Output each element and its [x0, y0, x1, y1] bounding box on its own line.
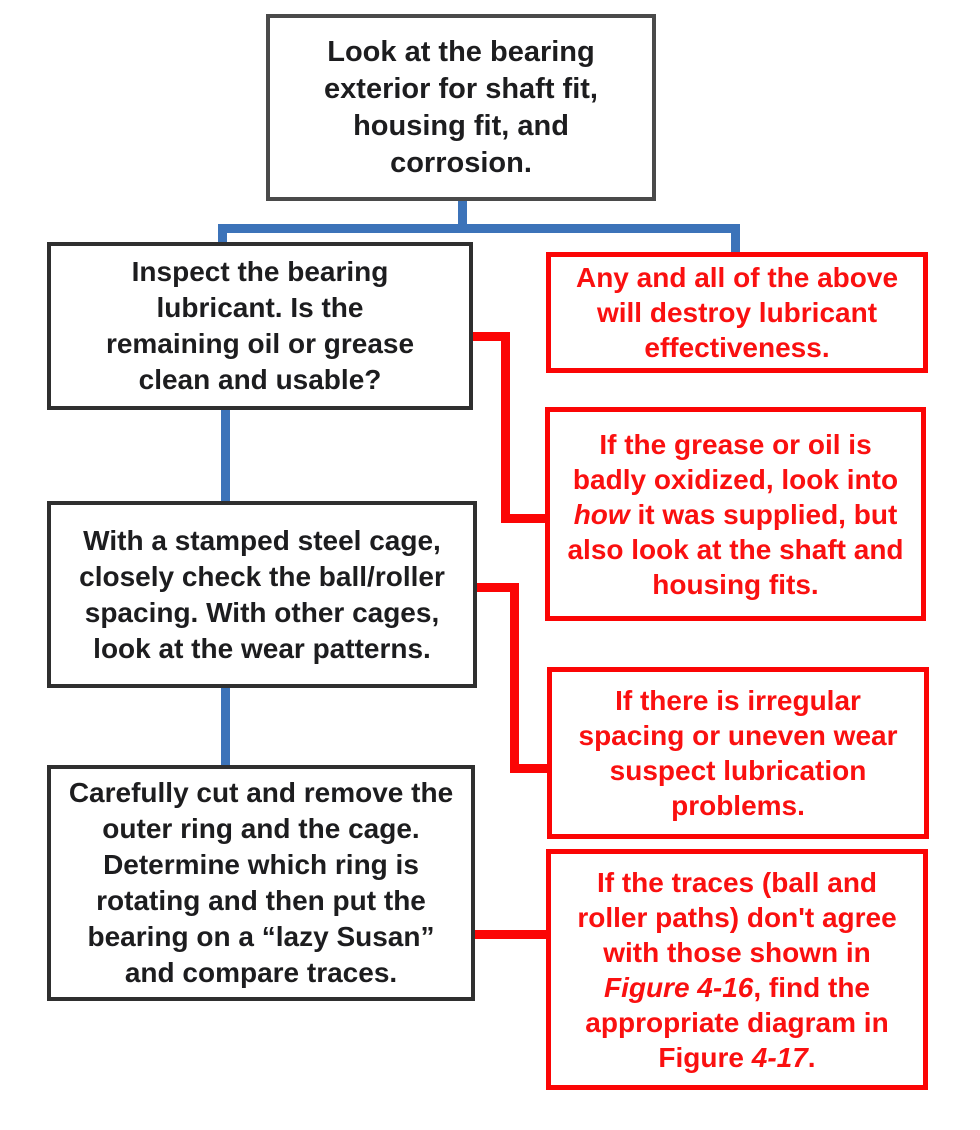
- connector-red-b-horizontal-2: [510, 764, 552, 773]
- connector-blue-left2-to-left3: [221, 684, 230, 769]
- red-note-oxidized-grease: If the grease or oil is badly oxidized, …: [545, 407, 926, 621]
- text-line: appropriate diagram in: [585, 1006, 889, 1038]
- text-line: closely check the ball/roller: [79, 560, 445, 592]
- text-line: If there is irregular: [615, 685, 861, 716]
- text-line: look at the wear patterns.: [93, 632, 431, 664]
- figure-reference: Figure 4-16: [603, 971, 754, 1003]
- connector-red-c-horizontal: [472, 930, 551, 939]
- text-line: how it was supplied, but: [574, 497, 898, 532]
- text-line: remaining oil or grease: [105, 328, 415, 359]
- connector-red-a-vertical: [501, 332, 510, 523]
- flow-node-exterior-check: Look at the bearing exterior for shaft f…: [266, 14, 656, 201]
- connector-red-b-vertical: [510, 583, 519, 773]
- text-line: corrosion.: [390, 146, 532, 179]
- text-segment: .: [807, 1041, 816, 1073]
- text-line: effectiveness.: [644, 332, 830, 363]
- text-line: Determine which ring is: [103, 849, 419, 880]
- flow-node-check-cage-spacing: With a stamped steel cage, closely check…: [47, 501, 477, 688]
- text-segment: , find the: [753, 971, 871, 1003]
- text-line: clean and usable?: [138, 364, 382, 395]
- text-line: If the grease or oil is: [599, 428, 872, 460]
- connector-red-b-horizontal-1: [474, 583, 519, 592]
- text-line: Any and all of the above: [575, 262, 899, 293]
- text-line: spacing. With other cages,: [84, 596, 440, 628]
- text-line: With a stamped steel cage,: [83, 524, 441, 556]
- text-line: will destroy lubricant: [596, 297, 878, 328]
- red-note-destroy-lubricant: Any and all of the above will destroy lu…: [546, 252, 928, 373]
- text-line: badly oxidized, look into: [572, 463, 899, 495]
- connector-blue-top-stub: [458, 198, 467, 228]
- text-line: with those shown in: [603, 936, 871, 968]
- flow-node-cut-ring-compare-traces: Carefully cut and remove the outer ring …: [47, 765, 475, 1001]
- text-line: housing fits.: [652, 568, 819, 600]
- connector-blue-branch-horizontal: [218, 224, 740, 233]
- text-line: Inspect the bearing: [131, 256, 389, 287]
- flow-node-inspect-lubricant: Inspect the bearing lubricant. Is the re…: [47, 242, 473, 410]
- italic-word: how: [573, 498, 630, 530]
- connector-blue-left1-to-left2: [221, 406, 230, 505]
- text-line: rotating and then put the: [96, 885, 426, 916]
- red-note-irregular-spacing: If there is irregular spacing or uneven …: [547, 667, 929, 839]
- text-line: lubricant. Is the: [156, 292, 364, 323]
- text-line: outer ring and the cage.: [102, 813, 420, 844]
- red-note-traces-figures: If the traces (ball and roller paths) do…: [546, 849, 928, 1090]
- text-segment: Figure: [658, 1041, 752, 1073]
- text-segment: it was supplied, but: [629, 498, 898, 530]
- figure-reference: 4-17: [751, 1041, 808, 1073]
- text-line: roller paths) don't agree: [577, 901, 897, 933]
- connector-blue-drop-left: [218, 224, 227, 248]
- text-line: If the traces (ball and: [596, 866, 878, 898]
- text-line: Look at the bearing: [327, 35, 595, 68]
- text-line: spacing or uneven wear: [578, 720, 898, 751]
- connector-red-a-horizontal-1: [470, 332, 510, 341]
- text-line: also look at the shaft and: [567, 533, 904, 565]
- connector-blue-drop-right: [731, 224, 740, 258]
- text-line: problems.: [671, 790, 805, 821]
- connector-red-a-horizontal-2: [501, 514, 550, 523]
- text-line: and compare traces.: [124, 957, 398, 988]
- text-line: Figure 4-16, find the: [604, 970, 870, 1005]
- text-line: Carefully cut and remove the: [68, 777, 454, 808]
- text-line: housing fit, and: [353, 109, 569, 142]
- text-line: exterior for shaft fit,: [324, 72, 598, 105]
- text-line: bearing on a “lazy Susan”: [87, 921, 435, 952]
- text-line: Figure 4-17.: [658, 1040, 815, 1075]
- text-line: suspect lubrication: [609, 755, 867, 786]
